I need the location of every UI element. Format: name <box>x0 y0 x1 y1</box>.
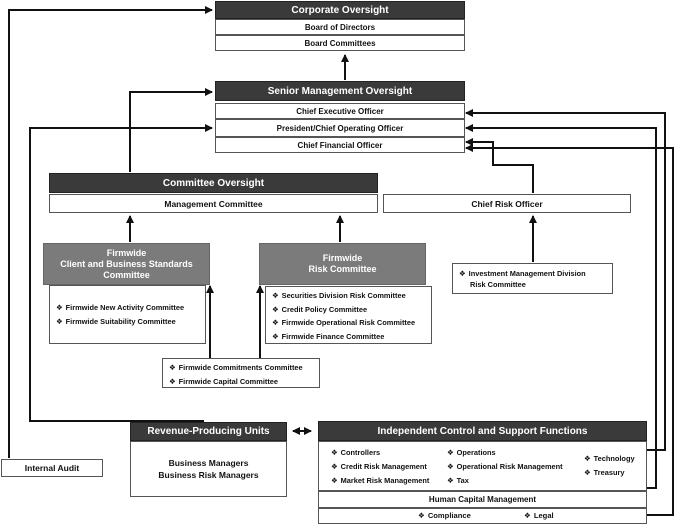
list-item: ❖Tax <box>447 476 469 485</box>
client-committee-line1: Firmwide <box>106 247 147 258</box>
bullet-icon: ❖ <box>331 448 338 457</box>
bullet-icon: ❖ <box>169 363 176 372</box>
bullet-icon: ❖ <box>584 454 591 463</box>
list-item: ❖Compliance <box>418 511 471 520</box>
bullet-icon: ❖ <box>272 318 279 327</box>
independent-control-header: Independent Control and Support Function… <box>318 421 647 441</box>
commitments-capital-list: ❖Firmwide Commitments Committee ❖Firmwid… <box>162 358 320 388</box>
human-capital-management: Human Capital Management <box>318 491 647 508</box>
revenue-producing-header: Revenue-Producing Units <box>130 422 287 441</box>
list-item: ❖Credit Policy Committee <box>272 304 368 314</box>
compliance-legal-row: ❖Compliance ❖Legal <box>318 508 647 524</box>
independent-col1: ❖Controllers ❖Credit Risk Management ❖Ma… <box>331 446 429 488</box>
list-item: ❖Controllers <box>331 448 381 457</box>
bullet-icon: ❖ <box>272 304 279 314</box>
bullet-icon: ❖ <box>418 511 425 520</box>
board-of-directors: Board of Directors <box>215 19 465 35</box>
revenue-producing-body: Business Managers Business Risk Managers <box>130 441 287 497</box>
list-item: ❖Firmwide Operational Risk Committee <box>272 318 416 327</box>
list-item: ❖Firmwide Capital Committee <box>169 376 279 386</box>
independent-to-coo-line <box>465 124 657 489</box>
list-item: ❖Operational Risk Management <box>447 462 563 471</box>
risk-committee-line2: Risk Committee <box>308 264 377 274</box>
revenue-to-senior-line <box>29 124 213 422</box>
bullet-icon: ❖ <box>584 468 591 477</box>
bullet-icon: ❖ <box>447 476 454 485</box>
list-item: ❖Firmwide New Activity Committee <box>56 303 185 312</box>
list-item: ❖Firmwide Finance Committee <box>272 331 385 341</box>
bullet-icon: ❖ <box>169 376 176 386</box>
management-committee: Management Committee <box>49 194 378 213</box>
independent-to-cfo-line <box>465 144 674 516</box>
client-committee-line2: Client and Business Standards <box>60 258 193 269</box>
list-item: ❖Treasury <box>584 468 625 477</box>
imd-line2: Risk Committee <box>470 280 526 289</box>
risk-committee-list: ❖Securities Division Risk Committee ❖Cre… <box>265 286 432 344</box>
cro-to-senior-line <box>465 138 534 193</box>
senior-management-header: Senior Management Oversight <box>215 81 465 101</box>
independent-control-body: ❖Controllers ❖Credit Risk Management ❖Ma… <box>318 441 647 491</box>
bullet-icon: ❖ <box>459 269 466 278</box>
list-item: ❖Firmwide Suitability Committee <box>56 316 176 326</box>
list-item: ❖Firmwide Commitments Committee <box>169 363 303 372</box>
list-item: ❖Technology <box>584 454 635 463</box>
bullet-icon: ❖ <box>331 476 338 485</box>
list-item: ❖Operations <box>447 448 496 457</box>
list-item: ❖Investment Management Division <box>459 269 586 278</box>
audit-to-corporate-line <box>8 6 213 458</box>
bullet-icon: ❖ <box>272 331 279 341</box>
risk-committee-header: Firmwide Risk Committee <box>259 243 426 285</box>
business-managers: Business Managers <box>168 458 249 468</box>
bullet-icon: ❖ <box>272 291 279 300</box>
list-item: ❖Securities Division Risk Committee <box>272 291 406 300</box>
bullet-icon: ❖ <box>56 303 63 312</box>
client-committee-list: ❖Firmwide New Activity Committee ❖Firmwi… <box>49 285 206 344</box>
independent-col2: ❖Operations ❖Operational Risk Management… <box>447 446 563 488</box>
bullet-icon: ❖ <box>331 462 338 471</box>
business-risk-managers: Business Risk Managers <box>158 470 259 480</box>
ceo-row: Chief Executive Officer <box>215 103 465 119</box>
chief-risk-officer: Chief Risk Officer <box>383 194 631 213</box>
list-item: ❖Credit Risk Management <box>331 462 427 471</box>
client-business-standards-header: Firmwide Client and Business Standards C… <box>43 243 210 285</box>
client-committee-line3: Committee <box>103 269 150 280</box>
risk-committee-line1: Firmwide <box>322 253 363 263</box>
imd-risk-committee: ❖Investment Management Division Risk Com… <box>452 263 613 294</box>
list-item: ❖Legal <box>524 511 554 520</box>
committee-to-senior-line <box>129 88 213 172</box>
bullet-icon: ❖ <box>524 511 531 520</box>
corporate-oversight-header: Corporate Oversight <box>215 1 465 19</box>
cfo-row: Chief Financial Officer <box>215 137 465 153</box>
bullet-icon: ❖ <box>447 462 454 471</box>
bullet-icon: ❖ <box>56 316 63 326</box>
bullet-icon: ❖ <box>447 448 454 457</box>
committee-oversight-header: Committee Oversight <box>49 173 378 193</box>
president-coo-row: President/Chief Operating Officer <box>215 119 465 137</box>
list-item: ❖Market Risk Management <box>331 476 430 485</box>
board-committees: Board Committees <box>215 35 465 51</box>
independent-col3: ❖Technology ❖Treasury <box>584 452 635 480</box>
internal-audit: Internal Audit <box>1 459 103 477</box>
